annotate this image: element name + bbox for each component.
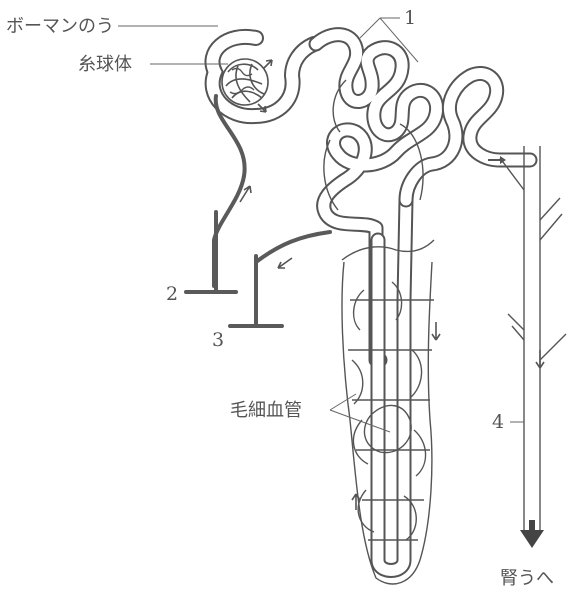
label-number-2: 2 [166,283,178,305]
label-number-4: 4 [492,411,504,433]
labels: ボーマンのう 糸球体 1 2 3 毛細血管 4 腎うへ [6,7,554,589]
renal-tubule [316,35,530,571]
label-capillary: 毛細血管 [230,400,302,421]
label-to-renal-pelvis: 腎うへ [500,568,554,589]
glomerulus [222,59,268,105]
label-number-3: 3 [212,329,224,351]
collecting-duct [500,146,566,548]
label-glomerulus: 糸球体 [78,54,132,75]
label-bowman-capsule: ボーマンのう [6,16,114,37]
label-number-1: 1 [404,7,416,29]
blood-vessels-2-3 [186,96,330,326]
arrow-left-icon [278,258,292,268]
